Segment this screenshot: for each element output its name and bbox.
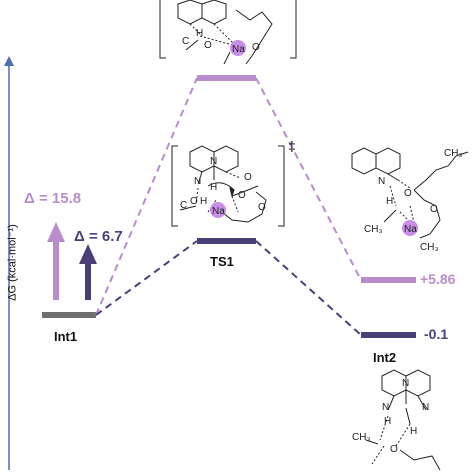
sodium-label-upper: Na <box>232 44 245 55</box>
ts1-structure <box>171 145 285 227</box>
oxygen-label-upper-1: O <box>204 40 212 51</box>
barrier-arrowhead-light <box>47 222 65 242</box>
oxygen-label-product-1: O <box>404 188 412 199</box>
ts1-label: TS1 <box>210 254 234 269</box>
int2-label: Int2 <box>373 350 397 365</box>
hydrogen-label-product: H <box>386 196 393 207</box>
nitrogen-label-product: N <box>378 176 385 187</box>
oxygen-label-ts1-3: O <box>190 196 198 207</box>
oxygen-label-ts1-4: O <box>258 202 266 213</box>
int1-label: Int1 <box>54 329 78 344</box>
oxygen-label-ts1-2: O <box>238 190 246 201</box>
hydrogen-label-int2-1: H <box>384 416 391 427</box>
upper-product-energy: +5.86 <box>420 271 456 287</box>
nitrogen-label-ts1-1: N <box>210 156 217 167</box>
hydrogen-label-ts1-2: H <box>200 196 207 207</box>
int2-energy: -0.1 <box>424 326 449 342</box>
nitrogen-label-int2-1: N <box>402 378 409 389</box>
dark-connector-right <box>255 240 362 336</box>
hydrogen-label-int2-2: H <box>410 426 417 437</box>
sodium-atom-ts1 <box>210 202 226 218</box>
light-connector-left <box>95 77 198 316</box>
dark-connector-left <box>95 240 198 316</box>
barrier-label-dark: Δ = 6.7 <box>74 228 123 245</box>
y-axis-label: ΔG (kcal·mol⁻¹) <box>6 224 19 301</box>
sodium-atom-upper <box>230 40 246 56</box>
upper-product-structure <box>351 147 469 239</box>
sodium-atom-product <box>402 220 418 236</box>
methyl-label-int2: CH₃ <box>352 432 371 443</box>
oxygen-label-product-2: O <box>430 204 438 215</box>
ts1-dagger: ‡ <box>288 138 296 154</box>
barrier-label-light: Δ = 15.8 <box>24 190 82 207</box>
hydrogen-label-ts1-1: H <box>210 182 217 193</box>
methyl-label-product-1: CH₃ <box>444 148 463 159</box>
methyl-label-product-3: CH₃ <box>420 242 439 253</box>
sodium-label-product: Na <box>404 224 417 235</box>
oxygen-label-upper-2: O <box>252 42 260 53</box>
carbon-label-ts1: C <box>180 200 187 211</box>
oxygen-label-ts1-1: O <box>244 172 252 183</box>
sodium-label-ts1: Na <box>212 206 225 217</box>
ts-upper-structure <box>159 0 297 65</box>
int2-structure <box>365 369 441 471</box>
light-connector-right <box>255 77 362 281</box>
y-axis-arrowhead <box>4 56 14 66</box>
nitrogen-label-int2-2: N <box>382 402 389 413</box>
nitrogen-label-ts1-2: N <box>194 176 201 187</box>
methyl-label-product-2: CH₃ <box>364 224 383 235</box>
nitrogen-label-int2-3: N <box>422 402 429 413</box>
barrier-arrowhead-dark <box>79 244 97 264</box>
oxygen-label-int2: O <box>390 444 398 455</box>
hydrogen-label-upper: H <box>196 28 203 39</box>
carbon-label-upper: C <box>182 36 189 47</box>
